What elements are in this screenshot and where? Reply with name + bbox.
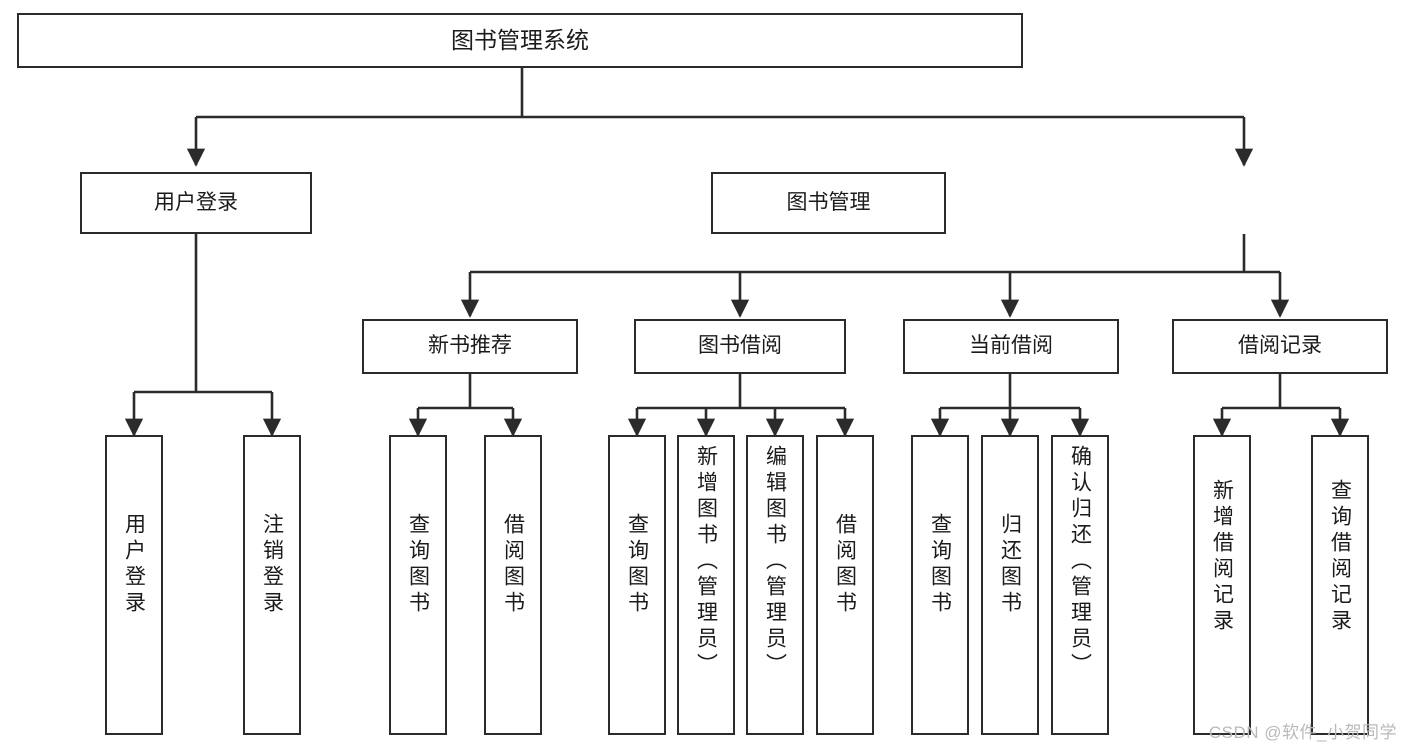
- csdn-watermark: CSDN @软件_小贺同学: [1208, 723, 1397, 742]
- leaf-user-login[interactable]: 用户登录: [105, 435, 163, 735]
- leaf-logout[interactable]: 注销登录: [243, 435, 301, 735]
- node-root[interactable]: 图书管理系统: [17, 13, 1023, 68]
- leaf-newbook-borrow-book-label: 借阅图书: [501, 513, 525, 617]
- leaf-borrow-edit-book-admin[interactable]: 编辑图书（管理员）: [746, 435, 804, 735]
- leaf-newbook-query-book-label: 查询图书: [406, 513, 430, 617]
- node-borrow-record[interactable]: 借阅记录: [1172, 319, 1388, 374]
- node-new-book-recommend-label: 新书推荐: [428, 334, 512, 358]
- node-book-management[interactable]: 图书管理: [711, 172, 946, 234]
- leaf-borrow-add-book-admin[interactable]: 新增图书（管理员）: [677, 435, 735, 735]
- node-book-borrow-label: 图书借阅: [698, 334, 782, 358]
- leaf-current-confirm-return-admin-label: 确认归还（管理员）: [1068, 445, 1092, 679]
- node-borrow-record-label: 借阅记录: [1238, 334, 1322, 358]
- leaf-current-query-book-label: 查询图书: [928, 513, 952, 617]
- leaf-current-return-book[interactable]: 归还图书: [981, 435, 1039, 735]
- leaf-record-add-record[interactable]: 新增借阅记录: [1193, 435, 1251, 735]
- node-current-borrow-label: 当前借阅: [969, 334, 1053, 358]
- leaf-newbook-query-book[interactable]: 查询图书: [389, 435, 447, 735]
- leaf-logout-label: 注销登录: [260, 513, 284, 617]
- leaf-record-query-record[interactable]: 查询借阅记录: [1311, 435, 1369, 735]
- leaf-newbook-borrow-book[interactable]: 借阅图书: [484, 435, 542, 735]
- node-book-borrow[interactable]: 图书借阅: [634, 319, 846, 374]
- leaf-borrow-borrow-book-label: 借阅图书: [833, 513, 857, 617]
- node-current-borrow[interactable]: 当前借阅: [903, 319, 1119, 374]
- leaf-current-confirm-return-admin[interactable]: 确认归还（管理员）: [1051, 435, 1109, 735]
- leaf-borrow-query-book-label: 查询图书: [625, 513, 649, 617]
- leaf-borrow-query-book[interactable]: 查询图书: [608, 435, 666, 735]
- leaf-user-login-label: 用户登录: [122, 513, 146, 617]
- node-book-management-label: 图书管理: [786, 190, 871, 214]
- leaf-borrow-add-book-admin-label: 新增图书（管理员）: [694, 445, 718, 679]
- leaf-current-query-book[interactable]: 查询图书: [911, 435, 969, 735]
- leaf-record-query-record-label: 查询借阅记录: [1328, 479, 1352, 635]
- node-new-book-recommend[interactable]: 新书推荐: [362, 319, 578, 374]
- leaf-current-return-book-label: 归还图书: [998, 513, 1022, 617]
- leaf-borrow-borrow-book[interactable]: 借阅图书: [816, 435, 874, 735]
- node-root-label: 图书管理系统: [451, 26, 589, 53]
- node-user-login-label: 用户登录: [154, 190, 238, 214]
- leaf-borrow-edit-book-admin-label: 编辑图书（管理员）: [763, 445, 787, 679]
- node-user-login[interactable]: 用户登录: [80, 172, 312, 234]
- leaf-record-add-record-label: 新增借阅记录: [1210, 479, 1234, 635]
